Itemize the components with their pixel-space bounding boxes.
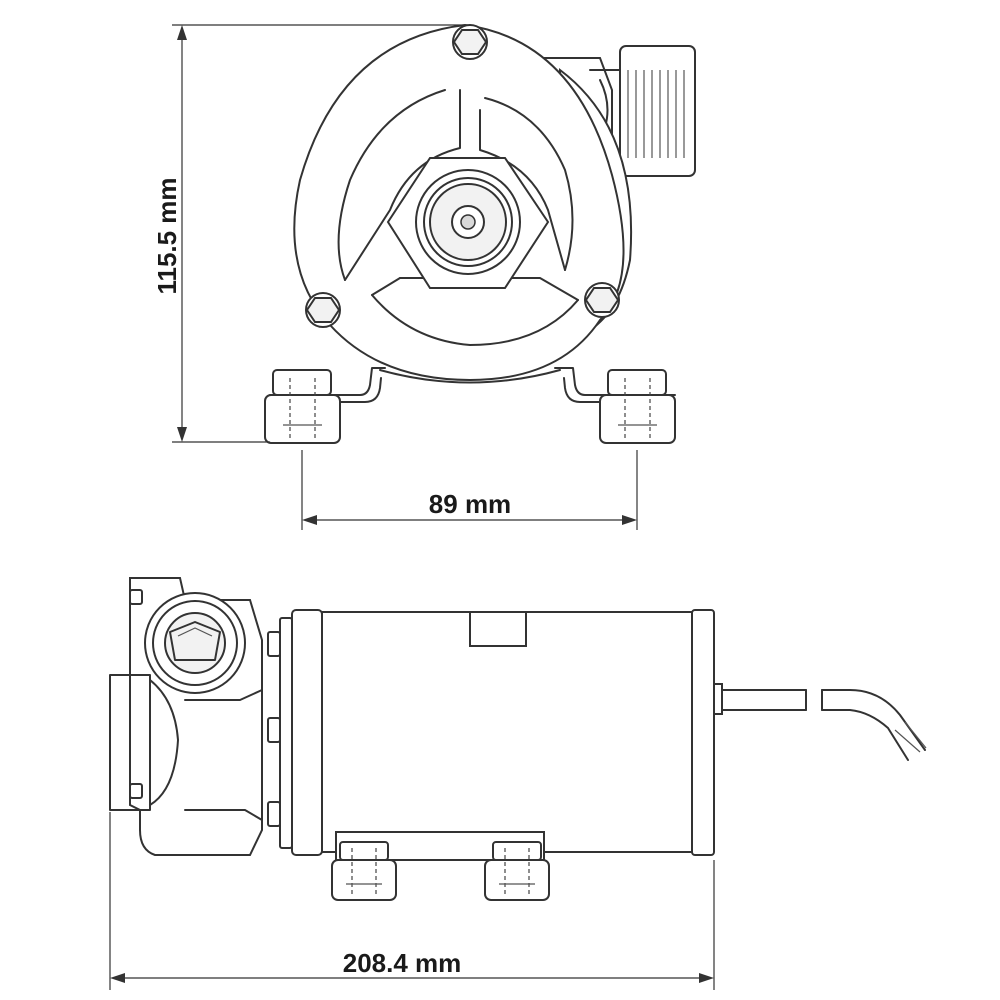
bolt-left	[305, 292, 341, 328]
terminal-box	[469, 611, 527, 647]
bolt-top	[452, 24, 488, 60]
motor-body	[321, 611, 693, 853]
base-width-label: 89 mm	[429, 489, 511, 519]
height-label: 115.5 mm	[152, 177, 182, 294]
left-foot	[264, 369, 341, 444]
right-foot	[599, 369, 676, 444]
front-view	[264, 23, 696, 444]
base-width-dimension: 89 mm	[301, 450, 638, 530]
inlet-port	[144, 592, 246, 694]
thread-lines	[627, 70, 685, 158]
side-view	[109, 577, 927, 901]
bolt-right	[584, 282, 620, 318]
side-right-foot	[484, 841, 550, 901]
length-label: 208.4 mm	[343, 948, 462, 978]
height-dimension: 115.5 mm	[152, 24, 470, 443]
side-left-foot	[331, 841, 397, 901]
length-dimension: 208.4 mm	[109, 812, 715, 990]
power-cable	[721, 689, 927, 761]
